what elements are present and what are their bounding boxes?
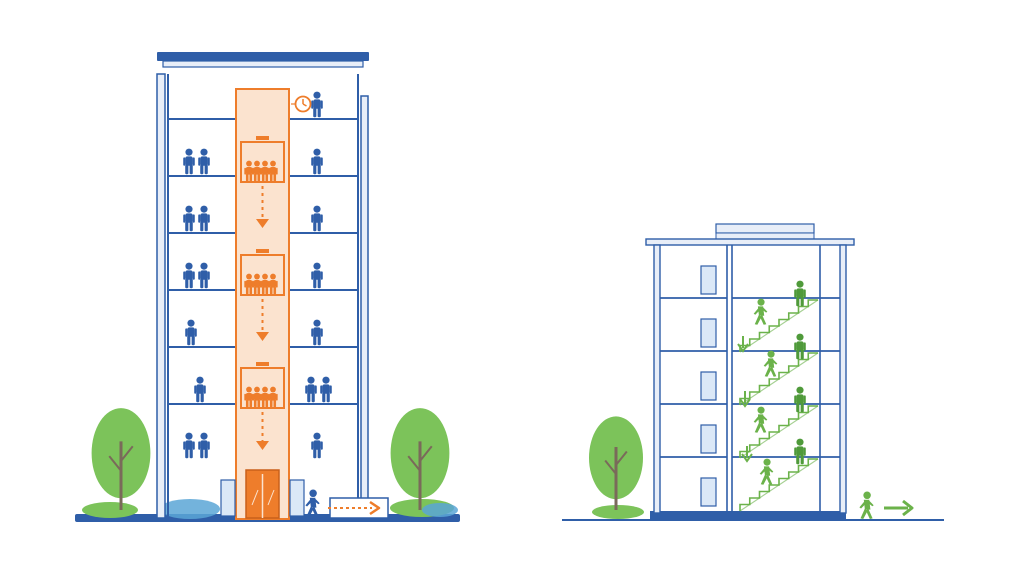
door-icon	[700, 424, 717, 454]
person-icon	[183, 262, 195, 289]
right-ground-base	[650, 511, 846, 520]
person-icon	[794, 280, 806, 307]
tree-icon	[91, 408, 151, 510]
trees	[91, 408, 643, 510]
shrub	[160, 499, 220, 519]
left-floor-slabs	[168, 118, 358, 405]
left-roof	[157, 52, 369, 61]
person-icon	[198, 262, 210, 289]
person-icon	[794, 333, 806, 360]
arrow-right-icon	[328, 500, 381, 516]
person-icon	[753, 298, 768, 325]
elevator-car	[240, 136, 285, 183]
person-icon	[198, 205, 210, 232]
right-roof	[645, 238, 855, 246]
person-icon	[311, 91, 323, 118]
stair-flight	[739, 458, 819, 512]
arrow-down-icon	[256, 186, 269, 228]
person-icon	[183, 205, 195, 232]
person-icon	[763, 350, 778, 377]
right-roof-top	[715, 223, 815, 234]
person-icon	[183, 148, 195, 175]
right-doors	[700, 265, 717, 507]
exiting-person	[305, 489, 320, 517]
door-icon	[220, 479, 236, 517]
person-icon	[311, 432, 323, 459]
person-icon	[198, 432, 210, 459]
left-roof-band	[162, 60, 364, 68]
person-icon	[311, 319, 323, 346]
arrow-down-icon	[741, 446, 753, 463]
elevator-cars	[240, 136, 285, 409]
shrub	[82, 502, 138, 518]
right-wall-right	[839, 244, 847, 514]
left-wall-right	[360, 95, 369, 519]
arrow-down-icon	[739, 391, 751, 408]
door-icon	[700, 477, 717, 507]
door-icon	[289, 479, 305, 517]
person-icon	[311, 148, 323, 175]
elevator-car	[240, 249, 285, 296]
left-building-elevator	[75, 52, 460, 522]
stair-down-arrows	[737, 336, 753, 463]
staircase	[739, 299, 819, 512]
elevator-car	[240, 362, 285, 409]
arrow-down-icon	[256, 299, 269, 341]
person-icon	[759, 458, 774, 485]
right-floor-slabs	[660, 297, 840, 458]
stair-flight	[739, 352, 819, 406]
tree-icon	[390, 408, 450, 510]
elevator-door-shine	[267, 489, 275, 506]
elevator-door-shine	[251, 489, 259, 506]
shrub	[592, 505, 644, 519]
tree-icon	[589, 416, 643, 510]
shrub	[422, 503, 458, 517]
person-icon	[198, 148, 210, 175]
stair-flight	[739, 299, 819, 353]
arrow-down-icon	[256, 412, 269, 450]
right-wall-left	[653, 244, 661, 514]
person-icon	[183, 432, 195, 459]
person-icon	[794, 386, 806, 413]
person-icon	[753, 406, 768, 433]
arrow-down-icon	[737, 336, 749, 353]
left-wall-outer	[156, 73, 166, 519]
person-icon	[305, 376, 317, 403]
person-icon	[185, 319, 197, 346]
exiting-walker	[859, 491, 874, 519]
arrow-right-icon	[884, 499, 914, 517]
door-icon	[700, 318, 717, 348]
clock-icon	[291, 95, 312, 113]
elevator-down-arrows	[256, 186, 269, 450]
door-icon	[700, 265, 717, 295]
person-icon	[311, 262, 323, 289]
person-icon	[194, 376, 206, 403]
person-icon	[320, 376, 332, 403]
right-roof-top-band	[715, 232, 815, 240]
right-building-stairs	[562, 223, 944, 521]
person-icon	[794, 438, 806, 465]
stair-flight	[739, 405, 819, 459]
door-icon	[700, 371, 717, 401]
person-icon	[311, 205, 323, 232]
